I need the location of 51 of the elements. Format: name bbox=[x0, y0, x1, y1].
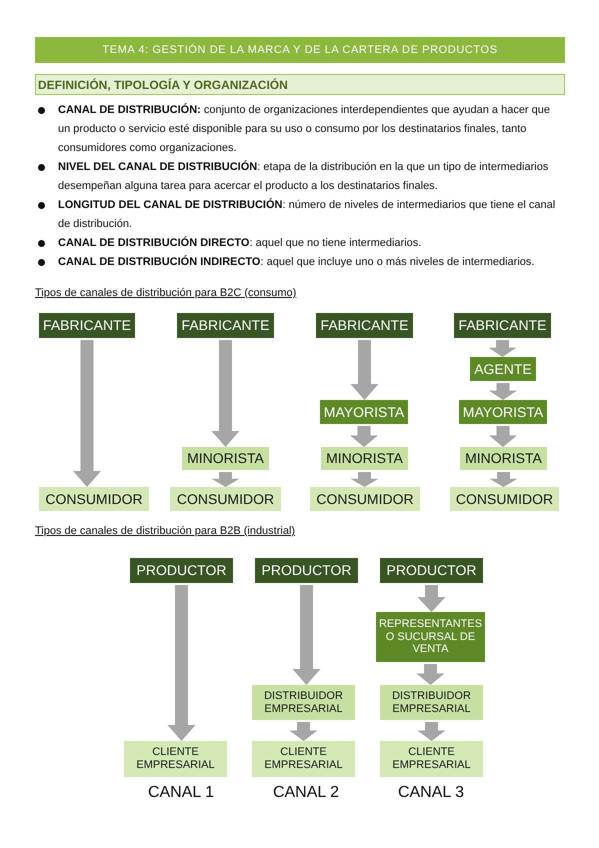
arrow bbox=[416, 664, 444, 685]
arrow bbox=[212, 340, 240, 447]
arrow bbox=[489, 426, 517, 447]
section-heading: DEFINICIÓN, TIPOLOGÍA Y ORGANIZACIÓN bbox=[35, 74, 565, 95]
arrow bbox=[350, 426, 378, 447]
definition-text: CANAL DE DISTRIBUCIÓN DIRECTO: aquel que no tiene intermediarios. bbox=[58, 235, 422, 251]
intermediary-box: DISTRIBUIDOR EMPRESARIAL bbox=[252, 685, 355, 720]
channel-caption: CANAL 1 bbox=[146, 784, 216, 802]
customer-box: CLIENTE EMPRESARIAL bbox=[124, 741, 227, 777]
customer-box: CLIENTE EMPRESARIAL bbox=[252, 741, 355, 777]
definition-text: CANAL DE DISTRIBUCIÓN: conjunto de organizaciones interdependientes que ayudan a hacer que un producto o servicio esté disponible para su uso o consumo por los destinatarios finales, tanto consumidores como organizaciones. bbox=[58, 102, 552, 156]
arrow bbox=[488, 340, 516, 357]
channel-caption: CANAL 3 bbox=[396, 784, 466, 802]
definition-text: CANAL DE DISTRIBUCIÓN INDIRECTO: aquel que incluye uno o más niveles de intermediarios. bbox=[58, 254, 536, 270]
producer-box: PRODUCTOR bbox=[255, 558, 358, 583]
producer-box: PRODUCTOR bbox=[130, 558, 233, 583]
title-banner: TEMA 4: GESTIÓN DE LA MARCA Y DE LA CARTERA DE PRODUCTOS bbox=[35, 37, 565, 63]
customer-box: CONSUMIDOR bbox=[39, 487, 149, 511]
producer-box: PRODUCTOR bbox=[380, 558, 483, 583]
arrow bbox=[418, 585, 446, 612]
intermediary-box: DISTRIBUIDOR EMPRESARIAL bbox=[380, 685, 483, 720]
channel-caption: CANAL 2 bbox=[272, 784, 340, 802]
intermediary-box: MINORISTA bbox=[182, 447, 269, 470]
intermediary-box: AGENTE bbox=[470, 357, 536, 381]
arrow bbox=[168, 585, 196, 741]
producer-box: FABRICANTE bbox=[316, 313, 413, 338]
intermediary-box: MAYORISTA bbox=[320, 400, 408, 424]
arrow bbox=[73, 340, 101, 487]
subheading: Tipos de canales de distribución para B2C (consumo) bbox=[35, 287, 296, 299]
intermediary-box: MAYORISTA bbox=[459, 400, 547, 424]
arrow bbox=[350, 472, 378, 487]
arrow bbox=[290, 722, 318, 741]
definition-text: LONGITUD DEL CANAL DE DISTRIBUCIÓN: número de niveles de intermediarios que tiene el canal de distribución. bbox=[58, 197, 556, 232]
subheading: Tipos de canales de distribución para B2B (industrial) bbox=[35, 525, 296, 537]
arrow bbox=[350, 340, 378, 400]
producer-box: FABRICANTE bbox=[39, 313, 135, 338]
intermediary-box: REPRESENTANTES O SUCURSAL DE VENTA bbox=[376, 612, 485, 662]
producer-box: FABRICANTE bbox=[177, 313, 274, 338]
customer-box: CONSUMIDOR bbox=[450, 487, 559, 511]
definition-text: NIVEL DEL CANAL DE DISTRIBUCIÓN: etapa de la distribución en la que un tipo de intermediarios desempeñan alguna tarea para acercar el producto a los destinatarios finales. bbox=[58, 159, 550, 194]
customer-box: CONSUMIDOR bbox=[310, 487, 420, 511]
arrow bbox=[490, 472, 518, 487]
arrow bbox=[418, 722, 446, 741]
customer-box: CONSUMIDOR bbox=[170, 487, 281, 511]
arrow bbox=[212, 472, 240, 487]
intermediary-box: MINORISTA bbox=[460, 447, 547, 470]
producer-box: FABRICANTE bbox=[454, 313, 551, 338]
customer-box: CLIENTE EMPRESARIAL bbox=[380, 741, 483, 777]
arrow bbox=[489, 383, 517, 400]
arrow bbox=[292, 585, 320, 685]
intermediary-box: MINORISTA bbox=[321, 447, 408, 470]
